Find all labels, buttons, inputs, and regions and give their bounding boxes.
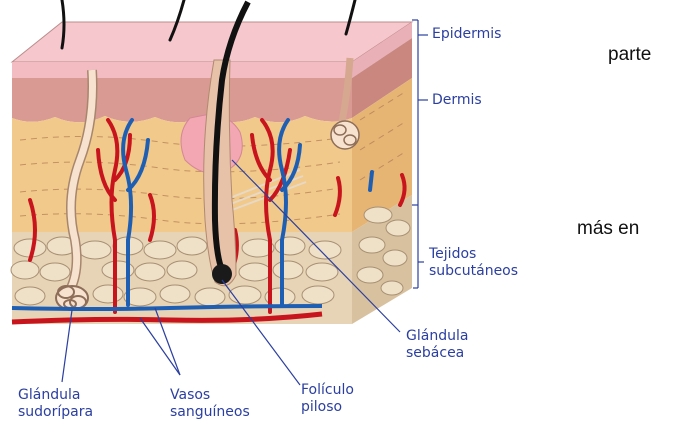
label-follicle-line2: piloso — [301, 399, 342, 416]
label-sweat-gland-line1: Glándula — [18, 387, 80, 404]
label-vessels-line1: Vasos — [170, 387, 210, 404]
epidermis-top-surface — [12, 22, 412, 62]
dermis-papillary-layer — [12, 78, 352, 122]
side-text-fragment-1: parte — [608, 44, 651, 66]
label-subcutaneous-line1: Tejidos — [429, 246, 476, 263]
label-dermis: Dermis — [432, 92, 482, 109]
label-sweat-gland-line2: sudorípara — [18, 404, 93, 421]
sweat-gland-coil — [56, 286, 88, 310]
epidermis-layer — [12, 62, 352, 78]
label-sebaceous-line2: sebácea — [406, 345, 464, 362]
label-vessels-line2: sanguíneos — [170, 404, 250, 421]
side-text-fragment-2: más en — [577, 218, 639, 240]
small-gland-coil — [331, 121, 359, 149]
label-epidermis: Epidermis — [432, 26, 501, 43]
label-subcutaneous-line2: subcutáneos — [429, 263, 518, 280]
label-follicle-line1: Folículo — [301, 382, 354, 399]
label-sebaceous-line1: Glándula — [406, 328, 468, 345]
